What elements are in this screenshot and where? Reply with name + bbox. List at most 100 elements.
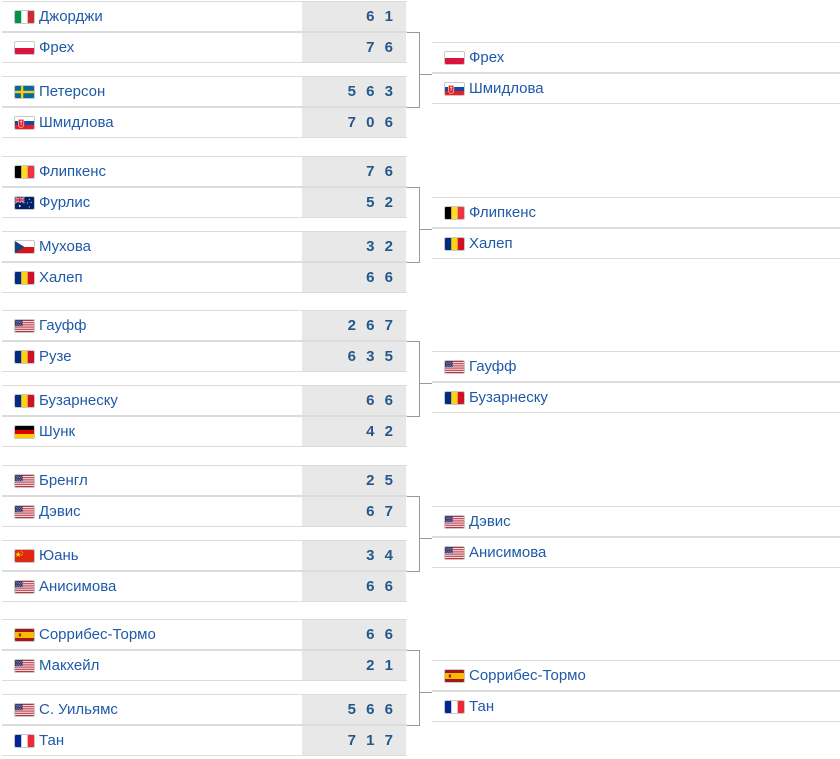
player-name-link[interactable]: Тан [39, 732, 65, 749]
player-name-link[interactable]: Анисимова [469, 544, 547, 561]
player-name-link[interactable]: Флипкенс [39, 163, 107, 180]
score-cell: 2 5 [302, 466, 406, 495]
player-name-link[interactable]: Мухова [39, 238, 91, 255]
player-row[interactable]: Соррибес-Тормо 6 6 [2, 619, 407, 650]
next-round-player-row[interactable]: Бузарнеску [432, 382, 840, 413]
score-value: 2 1 [366, 657, 396, 674]
player-name-link[interactable]: Макхейл [39, 657, 100, 674]
player-name-link[interactable]: Дэвис [39, 503, 81, 520]
score-value: 5 2 [366, 194, 396, 211]
score-value: 7 6 [366, 163, 396, 180]
score-cell: 6 1 [302, 2, 406, 31]
player-name-link[interactable]: Халеп [39, 269, 83, 286]
next-round-player-row[interactable]: Дэвис [432, 506, 840, 537]
bracket-connector-line [419, 229, 432, 230]
player-row[interactable]: Мухова 3 2 [2, 231, 407, 262]
player-name-link[interactable]: Гауфф [39, 317, 87, 334]
score-cell: 6 7 [302, 497, 406, 526]
australia-flag-icon [14, 196, 35, 210]
player-name-link[interactable]: Соррибес-Тормо [469, 667, 586, 684]
bracket-connector-line [407, 416, 419, 417]
score-cell: 7 6 [302, 33, 406, 62]
player-row[interactable]: Рузе 6 3 5 [2, 341, 407, 372]
next-round-player-row[interactable]: Халеп [432, 228, 840, 259]
player-row[interactable]: Джорджи 6 1 [2, 1, 407, 32]
player-name-link[interactable]: Фрех [39, 39, 75, 56]
player-name-link[interactable]: Рузе [39, 348, 72, 365]
next-round-player-row[interactable]: Анисимова [432, 537, 840, 568]
poland-flag-icon [14, 41, 35, 55]
player-name-link[interactable]: Соррибес-Тормо [39, 626, 156, 643]
score-cell: 6 6 [302, 263, 406, 292]
bracket-connector-line [407, 341, 419, 342]
next-round-player-row[interactable]: Шмидлова [432, 73, 840, 104]
usa-flag-icon [14, 505, 35, 519]
next-round-player-row[interactable]: Соррибес-Тормо [432, 660, 840, 691]
next-round-player-row[interactable]: Фрех [432, 42, 840, 73]
player-name-link[interactable]: Шмидлова [469, 80, 544, 97]
next-round-player-row[interactable]: Гауфф [432, 351, 840, 382]
player-name-link[interactable]: Юань [39, 547, 79, 564]
player-name-link[interactable]: Дэвис [469, 513, 511, 530]
score-value: 6 6 [366, 269, 396, 286]
player-row[interactable]: Фурлис 5 2 [2, 187, 407, 218]
player-name-link[interactable]: Флипкенс [469, 204, 537, 221]
player-name-link[interactable]: С. Уильямс [39, 701, 118, 718]
score-value: 2 5 [366, 472, 396, 489]
score-value: 6 6 [366, 392, 396, 409]
score-cell: 6 3 5 [302, 342, 406, 371]
score-cell: 5 6 6 [302, 695, 406, 724]
bracket-connector-line [419, 187, 420, 263]
player-name-link[interactable]: Джорджи [39, 8, 103, 25]
score-cell: 6 6 [302, 620, 406, 649]
next-round-player-row[interactable]: Тан [432, 691, 840, 722]
bracket-connector-line [419, 692, 432, 693]
player-row[interactable]: Халеп 6 6 [2, 262, 407, 293]
player-row[interactable]: Бузарнеску 6 6 [2, 385, 407, 416]
player-row[interactable]: С. Уильямс 5 6 6 [2, 694, 407, 725]
player-name-link[interactable]: Гауфф [469, 358, 517, 375]
next-round-player-row[interactable]: Флипкенс [432, 197, 840, 228]
player-row[interactable]: Анисимова 6 6 [2, 571, 407, 602]
player-name-link[interactable]: Шунк [39, 423, 76, 440]
player-name-link[interactable]: Бузарнеску [39, 392, 118, 409]
usa-flag-icon [14, 319, 35, 333]
player-row[interactable]: Бренгл 2 5 [2, 465, 407, 496]
player-name-link[interactable]: Бренгл [39, 472, 88, 489]
player-name-link[interactable]: Петерсон [39, 83, 106, 100]
score-value: 7 1 7 [347, 732, 396, 749]
bracket-connector-line [407, 725, 419, 726]
bracket-connector-line [419, 341, 420, 417]
player-name-link[interactable]: Бузарнеску [469, 389, 548, 406]
player-name-link[interactable]: Шмидлова [39, 114, 114, 131]
score-cell: 5 2 [302, 188, 406, 217]
score-value: 5 6 6 [347, 701, 396, 718]
score-value: 6 6 [366, 578, 396, 595]
player-row[interactable]: Флипкенс 7 6 [2, 156, 407, 187]
player-name-link[interactable]: Тан [469, 698, 495, 715]
player-row[interactable]: Шмидлова 7 0 6 [2, 107, 407, 138]
player-name-link[interactable]: Фурлис [39, 194, 91, 211]
bracket-connector-line [407, 107, 419, 108]
score-cell: 7 0 6 [302, 108, 406, 137]
score-value: 7 0 6 [347, 114, 396, 131]
player-row[interactable]: Дэвис 6 7 [2, 496, 407, 527]
player-row[interactable]: Тан 7 1 7 [2, 725, 407, 756]
player-name-link[interactable]: Анисимова [39, 578, 117, 595]
player-row[interactable]: Фрех 7 6 [2, 32, 407, 63]
player-row[interactable]: Макхейл 2 1 [2, 650, 407, 681]
score-cell: 6 6 [302, 386, 406, 415]
usa-flag-icon [444, 546, 465, 560]
score-value: 3 2 [366, 238, 396, 255]
romania-flag-icon [444, 237, 465, 251]
bracket-connector-line [419, 650, 420, 726]
bracket-connector-line [419, 538, 432, 539]
player-name-link[interactable]: Фрех [469, 49, 505, 66]
usa-flag-icon [14, 580, 35, 594]
slovakia-flag-icon [444, 82, 465, 96]
player-name-link[interactable]: Халеп [469, 235, 513, 252]
